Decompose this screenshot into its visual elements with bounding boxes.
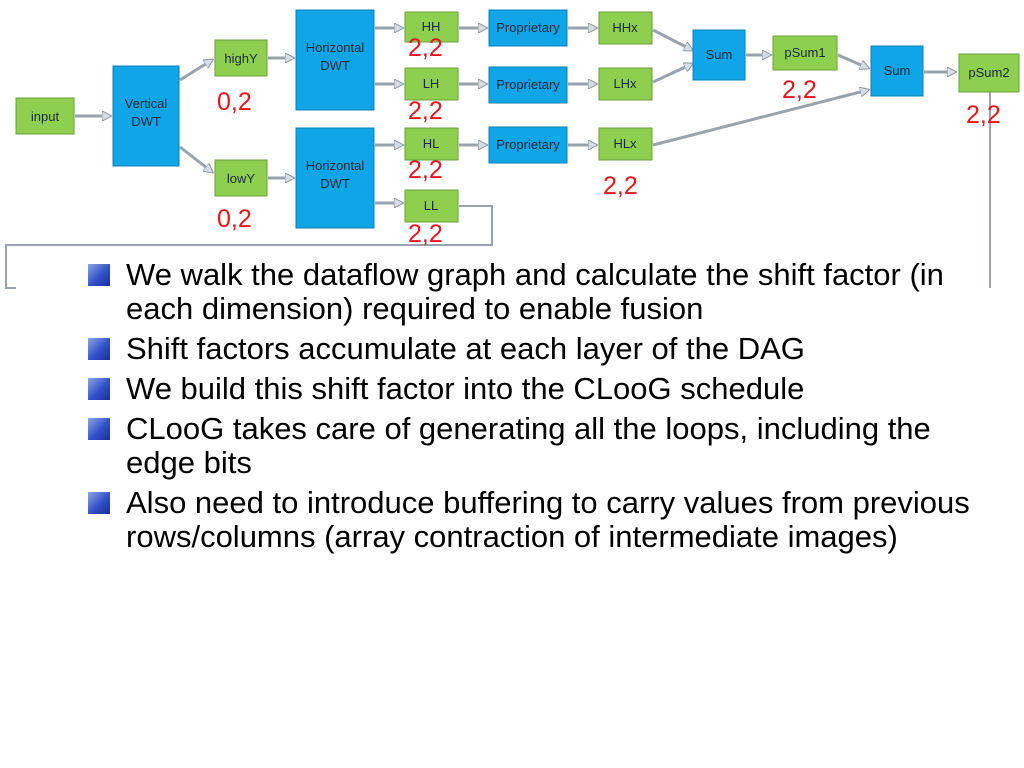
bullet-text: Also need to introduce buffering to carr… (126, 485, 970, 554)
node-psum1: pSum1 (772, 35, 838, 71)
node-highY: highY (214, 39, 268, 77)
bullet-square-icon (88, 418, 110, 440)
node-HHx: HHx (598, 11, 653, 45)
bullet-text: We walk the dataflow graph and calculate… (126, 257, 944, 326)
shift-label-highY: 0,2 (217, 88, 252, 116)
node-input: input (15, 97, 75, 135)
node-vertical-dwt: Vertical DWT (112, 65, 180, 167)
svg-text:Sum: Sum (884, 63, 911, 78)
svg-text:DWT: DWT (320, 58, 350, 73)
svg-text:Sum: Sum (706, 47, 733, 62)
shift-label-LL: 2,2 (408, 220, 443, 248)
node-lowY: lowY (214, 159, 268, 197)
shift-label-HL: 2,2 (408, 156, 443, 184)
bullet-square-icon (88, 492, 110, 514)
svg-text:Vertical: Vertical (125, 96, 168, 111)
node-sum-2: Sum (870, 45, 924, 97)
bullet-text: CLooG takes care of generating all the l… (126, 411, 931, 480)
bullet-square-icon (88, 338, 110, 360)
svg-text:input: input (31, 109, 60, 124)
node-HLx: HLx (598, 127, 653, 161)
node-HH: HH (404, 11, 459, 43)
svg-text:Proprietary: Proprietary (496, 20, 560, 35)
node-proprietary-1: Proprietary (488, 9, 568, 47)
bullet-text: We build this shift factor into the CLoo… (126, 371, 805, 406)
bullet-item: We build this shift factor into the CLoo… (86, 372, 986, 406)
bullet-item: We walk the dataflow graph and calculate… (86, 258, 986, 326)
node-horizontal-dwt-2: Horizontal DWT (295, 127, 375, 229)
svg-text:pSum2: pSum2 (968, 65, 1009, 80)
shift-label-HH: 2,2 (408, 34, 443, 62)
node-sum-1: Sum (692, 29, 746, 81)
shift-label-LH: 2,2 (408, 97, 443, 125)
svg-text:Proprietary: Proprietary (496, 77, 560, 92)
svg-text:LHx: LHx (613, 76, 637, 91)
svg-text:DWT: DWT (131, 114, 161, 129)
shift-label-lowY: 0,2 (217, 205, 252, 233)
svg-text:Horizontal: Horizontal (306, 158, 365, 173)
dataflow-diagram: input Vertical DWT highY lowY Horizontal… (5, 9, 1020, 289)
svg-text:LL: LL (424, 198, 438, 213)
node-proprietary-2: Proprietary (488, 66, 568, 104)
svg-text:LH: LH (423, 76, 440, 91)
node-LHx: LHx (598, 67, 653, 101)
edges (75, 28, 955, 203)
svg-text:HL: HL (423, 136, 440, 151)
bullet-square-icon (88, 264, 110, 286)
svg-text:pSum1: pSum1 (784, 45, 825, 60)
shift-label-psum2: 2,2 (966, 101, 1001, 129)
node-LH: LH (404, 67, 459, 101)
shift-label-HLx: 2,2 (603, 172, 638, 200)
svg-text:DWT: DWT (320, 176, 350, 191)
bullet-item: CLooG takes care of generating all the l… (86, 412, 986, 480)
svg-text:lowY: lowY (227, 171, 256, 186)
shift-label-psum1: 2,2 (782, 76, 817, 104)
bullet-item: Shift factors accumulate at each layer o… (86, 332, 986, 366)
feedback-lines (5, 92, 991, 289)
svg-text:HH: HH (422, 19, 441, 34)
node-horizontal-dwt-1: Horizontal DWT (295, 9, 375, 111)
bullet-item: Also need to introduce buffering to carr… (86, 486, 986, 554)
svg-text:HHx: HHx (612, 20, 638, 35)
node-LL: LL (404, 189, 459, 223)
svg-text:Horizontal: Horizontal (306, 40, 365, 55)
svg-text:highY: highY (224, 51, 258, 66)
node-proprietary-3: Proprietary (488, 126, 568, 164)
node-HL: HL (404, 127, 459, 161)
svg-text:HLx: HLx (613, 136, 637, 151)
node-psum2: pSum2 (958, 53, 1020, 93)
shift-labels: 0,2 0,2 2,2 2,2 2,2 2,2 2,2 2,2 2,2 (217, 34, 1001, 248)
bullet-text: Shift factors accumulate at each layer o… (126, 331, 805, 366)
bullet-list: We walk the dataflow graph and calculate… (86, 258, 986, 560)
bullet-square-icon (88, 378, 110, 400)
svg-text:Proprietary: Proprietary (496, 137, 560, 152)
